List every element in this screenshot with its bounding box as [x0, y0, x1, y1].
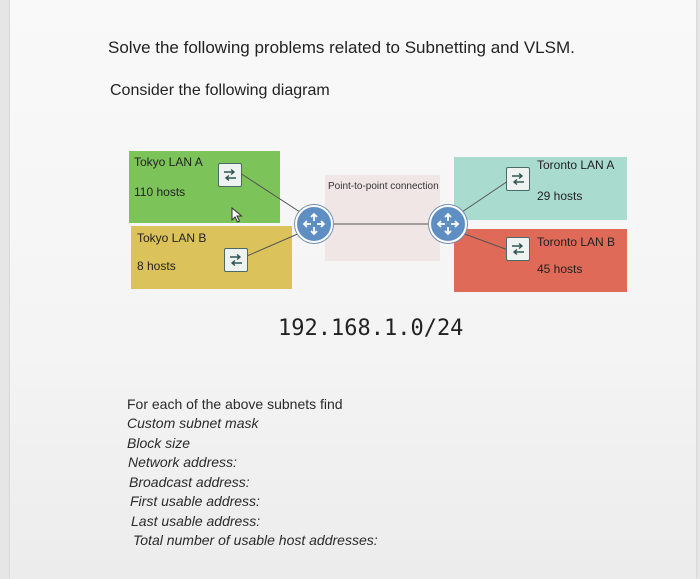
switch-icon: [506, 237, 530, 261]
switch-icon: [506, 167, 530, 191]
link-toronto-a: [461, 180, 509, 213]
router-icon: [429, 205, 467, 243]
point-to-point-label: Point-to-point connection: [328, 181, 439, 192]
link-toronto-b: [461, 232, 509, 251]
tokyo-lan-a-hosts: 110 hosts: [134, 185, 186, 199]
task-item: First usable address:: [130, 493, 260, 509]
switch-icon: [224, 248, 248, 272]
switch-icon: [218, 163, 242, 187]
link-tokyo-a: [239, 172, 301, 213]
tokyo-lan-a-block: [129, 151, 280, 223]
toronto-lan-b-hosts: 45 hosts: [537, 262, 583, 276]
cursor-icon: [231, 207, 243, 223]
tokyo-lan-b-hosts: 8 hosts: [137, 259, 176, 273]
tokyo-lan-b-block: [131, 226, 292, 289]
toronto-lan-a-block: [454, 157, 627, 220]
toronto-lan-b-label: Toronto LAN B: [537, 235, 616, 249]
toronto-lan-a-hosts: 29 hosts: [537, 189, 583, 203]
task-intro: For each of the above subnets find: [127, 396, 343, 412]
page-heading: Solve the following problems related to …: [108, 38, 575, 57]
task-item: Custom subnet mask: [127, 415, 259, 431]
toronto-lan-b-block: [454, 229, 627, 292]
task-item: Block size: [127, 434, 191, 451]
network-address: 192.168.1.0/24: [278, 316, 464, 341]
tokyo-lan-a-label: Tokyo LAN A: [134, 155, 203, 169]
task-item: Network address:: [128, 454, 237, 470]
task-item: Broadcast address:: [129, 473, 250, 490]
task-list: For each of the above subnets find Custo…: [127, 396, 378, 551]
task-item: Last usable address:: [131, 512, 261, 529]
tokyo-lan-b-label: Tokyo LAN B: [137, 231, 207, 245]
page-subheading: Consider the following diagram: [110, 82, 330, 99]
toronto-lan-a-label: Toronto LAN A: [537, 158, 615, 172]
point-to-point-block: [325, 175, 440, 261]
task-item: Total number of usable host addresses:: [133, 532, 378, 548]
router-icon: [295, 205, 333, 243]
link-tokyo-b: [239, 232, 301, 260]
